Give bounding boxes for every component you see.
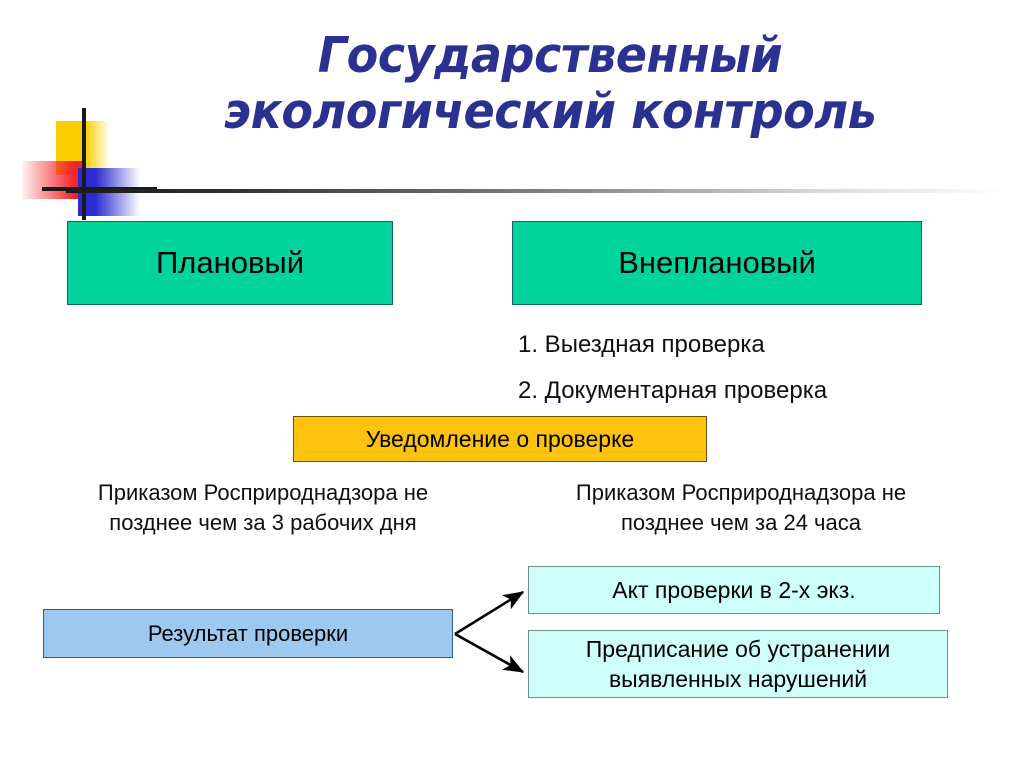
result-output-act-box: Акт проверки в 2-х экз.: [528, 566, 940, 614]
notice-term-unscheduled-line-2: позднее чем за 24 часа: [621, 510, 861, 535]
control-type-scheduled-label: Плановый: [155, 245, 305, 280]
unscheduled-checks-list: 1. Выездная проверка 2. Документарная пр…: [500, 322, 960, 414]
result-output-order-line-2: выявленных нарушений: [608, 666, 868, 692]
title-divider-line: [66, 189, 1006, 193]
notification-box: Уведомление о проверке: [293, 416, 707, 462]
notice-term-scheduled: Приказом Росприроднадзора не позднее чем…: [38, 478, 488, 538]
inspection-result-box: Результат проверки: [43, 609, 453, 658]
arrow-result-to-order: [454, 632, 525, 674]
result-output-order-line-1: Предписание об устранении: [585, 636, 891, 662]
notice-term-unscheduled: Приказом Росприроднадзора не позднее чем…: [516, 478, 966, 538]
page-title: Государственный экологический контроль: [110, 28, 990, 140]
cross-vertical-line: [82, 108, 86, 220]
red-square-shape: [22, 161, 86, 199]
result-output-order-text: Предписание об устранении выявленных нар…: [586, 634, 890, 694]
result-output-act-label: Акт проверки в 2-х экз.: [612, 576, 856, 603]
notice-term-unscheduled-line-1: Приказом Росприроднадзора не: [575, 480, 907, 505]
notification-label: Уведомление о проверке: [365, 425, 635, 452]
decorative-mark: [10, 108, 190, 220]
inspection-result-label: Результат проверки: [147, 620, 349, 646]
result-output-order-box: Предписание об устранении выявленных нар…: [528, 630, 948, 698]
notice-term-scheduled-line-1: Приказом Росприроднадзора не: [97, 480, 429, 505]
title-line-2: экологический контроль: [223, 83, 877, 140]
list-item: 2. Документарная проверка: [518, 377, 828, 404]
list-item: 1. Выездная проверка: [518, 331, 765, 358]
control-type-scheduled-box: Плановый: [67, 221, 393, 305]
control-type-unscheduled-box: Внеплановый: [512, 221, 922, 305]
title-line-1: Государственный: [317, 27, 783, 84]
control-type-unscheduled-label: Внеплановый: [618, 245, 816, 280]
notice-term-scheduled-line-2: позднее чем за 3 рабочих дня: [109, 510, 417, 535]
arrow-result-to-act: [454, 590, 525, 636]
